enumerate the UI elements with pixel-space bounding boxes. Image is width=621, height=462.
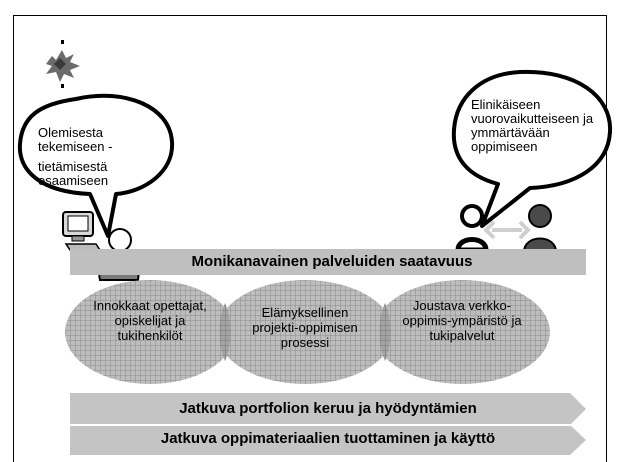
arrow-materials — [70, 425, 586, 455]
venn-ovals — [65, 280, 550, 384]
banner-band — [70, 249, 586, 275]
arrow-label-portfolio: Jatkuva portfolion keruu ja hyödyntämien — [179, 400, 477, 417]
slide-frame — [13, 15, 607, 462]
arrow-label-materials: Jatkuva oppimateriaalien tuottaminen ja … — [160, 430, 496, 447]
oval-label-environment: Joustava verkko-oppimis-ympäristö ja tuk… — [402, 298, 522, 343]
left-speech-bubble — [17, 93, 175, 238]
left-bubble-line2: tietämisestä osaamiseen — [38, 159, 109, 188]
left-bubble-line1: Olemisesta tekemiseen - — [38, 125, 113, 154]
arrow-portfolio — [70, 393, 586, 425]
logo-icon — [46, 40, 80, 88]
right-bubble-text: Elinikäiseen vuorovaikutteiseen ja ymmär… — [471, 97, 594, 154]
left-bubble-text: Olemisesta tekemiseen - tietämisestä osa… — [38, 126, 156, 188]
right-speech-bubble — [451, 69, 613, 228]
banner-label: Monikanavainen palveluiden saatavuus — [191, 253, 473, 270]
two-people-exchange-icon — [455, 204, 558, 253]
oval-label-people: Innokkaat opettajat, opiskelijat ja tuki… — [93, 298, 207, 343]
oval-label-process: Elämyksellinen projekti-oppimisen proses… — [252, 305, 358, 350]
